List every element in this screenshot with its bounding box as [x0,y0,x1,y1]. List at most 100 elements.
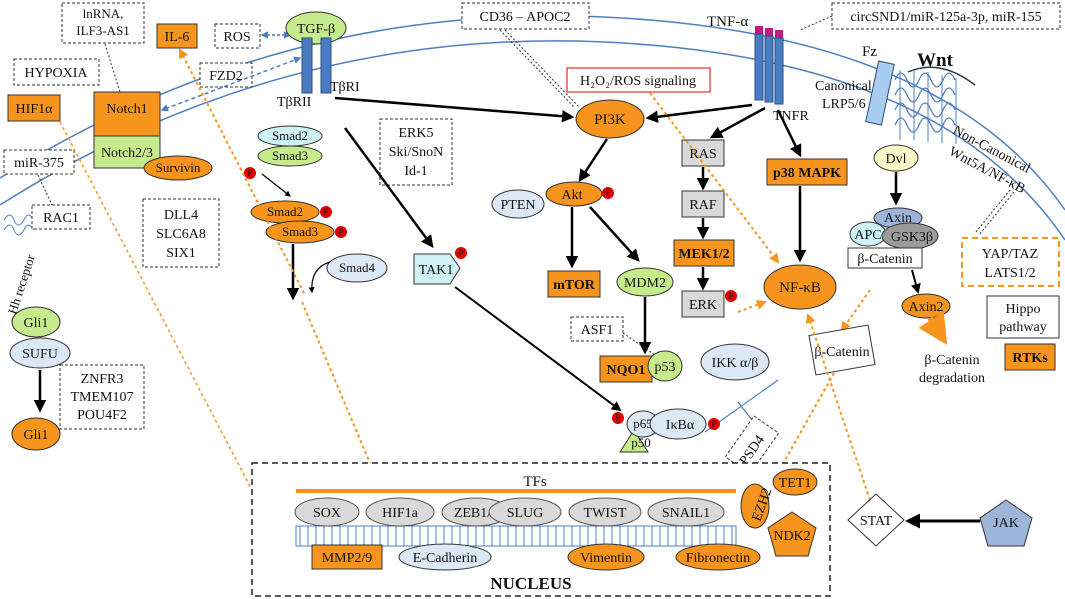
p53-label: p53 [655,360,676,375]
akt-mdm2-arrow [589,206,640,262]
slug-label: SLUG [507,506,544,521]
hippo-label-2: pathway [999,320,1046,335]
hypoxia-box [13,58,100,86]
hypoxia-label: HYPOXIA [25,66,89,81]
circ-label: circSND1/miR-125a-3p, miR-155 [850,10,1041,25]
fz-receptor-coils-b [899,70,957,144]
ecad-label: E-Cadherin [413,551,478,566]
smad2p-phospho [320,206,332,218]
tfs-bar [296,489,736,493]
mek-box [673,239,735,267]
tgfb-ligand [285,11,347,45]
tnfr-receptor-2 [764,35,774,103]
asf1-label: ASF1 [581,323,614,338]
tet1-label: TET1 [779,476,812,491]
phospho-label-3: P [338,227,343,237]
sufu-node [9,337,71,369]
erk5-box [379,118,453,186]
mmp-label: MMP2/9 [322,551,373,566]
tnfa-cap-1 [755,26,763,34]
akt-label: Akt [562,188,583,203]
raf-box [681,190,725,218]
jak-pentagon [979,499,1033,547]
tnfr-receptor-1 [754,33,764,101]
smad-nucleus-arrow [301,301,377,477]
smad-phospho-1 [244,167,256,179]
mek-label: MEK1/2 [678,247,729,262]
axin2-label: Axin2 [909,300,944,315]
phospho-label-2: P [323,207,328,217]
tbrii-receptor [301,37,313,94]
circ-link [799,15,833,31]
tak1-ikk-arrow [454,286,622,412]
znfr3-label: ZNFR3 [81,372,124,387]
tnfr-receptor-3 [774,37,784,105]
axin2-degradation-arrow [918,311,948,346]
phospho-label-ikba: P [711,419,716,429]
lats-label: LATS1/2 [984,266,1035,281]
smad3-label: Smad3 [272,148,308,163]
lnrna-box [61,2,145,44]
tnfa-cap-2 [765,28,773,36]
mdm2-node [616,267,674,297]
il6-label: IL-6 [165,30,190,45]
hif1a-label: HIF1α [16,102,54,117]
membrane-inner [0,40,1065,241]
pten-label: PTEN [501,198,536,213]
gli1b-node [11,417,61,451]
h2o2-box [566,67,711,93]
stat-nfkb-arrow [805,313,871,501]
p65-label: p65 [633,416,653,431]
fz-label: Fz [862,44,877,60]
notch1-box [93,91,161,137]
ski-label: Ski/SnoN [389,145,443,160]
bcat-complex-box [847,247,923,269]
complex-bcat-arrow [840,289,871,332]
il6-box [156,23,198,49]
tnfr-p38-arrow [776,109,802,158]
snail-label: SNAIL1 [662,506,710,521]
ikba-label: IκBα [666,418,695,433]
p53-node [647,350,683,382]
bcat-deg-label-2: degradation [919,371,985,386]
p38-label: p38 MAPK [773,166,841,181]
bcat-box [808,324,876,376]
ikk-inhibit-bar [737,401,753,421]
ecad-node [398,543,492,571]
sox-label: SOX [313,506,341,521]
bcat-complex-label: β-Catenin [857,252,912,267]
mmp-box [311,544,383,570]
survivin-label: Survivin [156,160,201,175]
six1-label: SIX1 [166,246,196,261]
ikba-node [649,408,707,440]
ezh2-node [740,483,770,529]
hif1a-nuc-node [365,497,435,527]
hippo-label-1: Hippo [1006,302,1041,317]
rtks-label: RTKs [1012,351,1048,366]
smad3p-label: Smad3 [282,224,318,239]
bcat-nucleus-arrow [774,372,835,480]
akt-phospho [602,187,614,199]
fzd2-notch-arrow [160,56,302,112]
wnt-ligand-arc [907,66,976,86]
asf1-box [570,316,624,342]
smad3p-phospho [335,226,347,238]
tbri-label: TβRI [330,80,360,95]
fib-node [675,543,761,571]
jak-label: JAK [993,516,1019,531]
hif1a-nuc-label: HIF1a [382,506,419,521]
canonical-label: Canonical [815,79,872,94]
tnfa-cap-3 [775,30,783,38]
ras-label: RAS [689,147,716,162]
p50-shape [619,429,649,453]
slug-tf [488,497,562,527]
rtks-box [1004,343,1056,371]
nfkb-node [763,264,837,310]
tgfb-tak1-arrow [343,127,434,249]
zeb-label: ZEB1/2 [454,506,498,521]
tet1-node [772,468,818,496]
erk5-label: ERK5 [399,126,434,141]
yap-label: YAP/TAZ [982,247,1038,262]
nucleus-label: NUCLEUS [490,574,571,593]
lnrna-notch-link [104,43,121,93]
